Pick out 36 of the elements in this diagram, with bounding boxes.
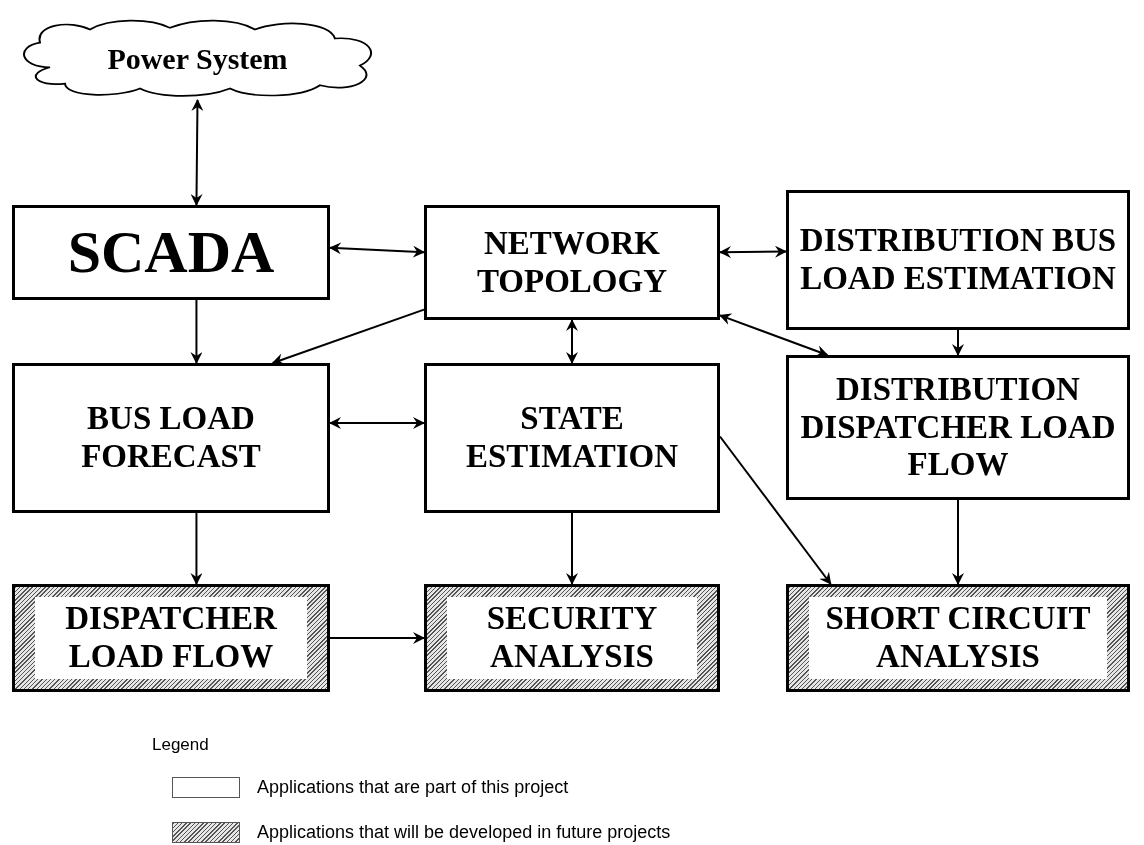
node-label: SCADA [67, 218, 275, 287]
arrow [719, 245, 787, 259]
arrow [190, 512, 203, 585]
application-box [424, 363, 720, 513]
hatched-application-box [12, 584, 330, 692]
application-box [424, 205, 720, 320]
legend-text: Applications that are part of this project [257, 777, 569, 798]
node-label: BUS LOAD FORECAST [80, 400, 262, 476]
application-box [12, 205, 330, 300]
application-box [12, 363, 330, 513]
arrow [329, 242, 425, 258]
hatched-application-box [424, 584, 720, 692]
node-label: SHORT CIRCUIT ANALYSIS [824, 600, 1092, 676]
node-label: Power System [107, 41, 288, 77]
arrow [952, 499, 964, 585]
node-label: DISPATCHER LOAD FLOW [64, 600, 278, 676]
arrow [566, 512, 578, 585]
arrow [190, 99, 204, 206]
node-label: DISTRIBUTION DISPATCHER LOAD FLOW [799, 370, 1117, 485]
application-box [786, 355, 1130, 500]
node-label: DISTRIBUTION BUS LOAD ESTIMATION [798, 222, 1118, 298]
arrow [719, 435, 832, 585]
node-label: NETWORK TOPOLOGY [475, 224, 669, 301]
arrow [566, 319, 578, 364]
legend-text: Applications that will be developed in future projects [257, 822, 671, 843]
legend-title: Legend [152, 735, 209, 755]
node-label: STATE ESTIMATION [464, 400, 680, 476]
hatched-application-box [786, 584, 1130, 692]
arrow [952, 329, 964, 356]
application-box [786, 190, 1130, 330]
arrow [329, 632, 425, 644]
arrow [329, 417, 425, 429]
arrow [719, 313, 829, 357]
arrow [271, 308, 425, 365]
arrow [190, 299, 203, 364]
node-label: SECURITY ANALYSIS [485, 600, 659, 676]
